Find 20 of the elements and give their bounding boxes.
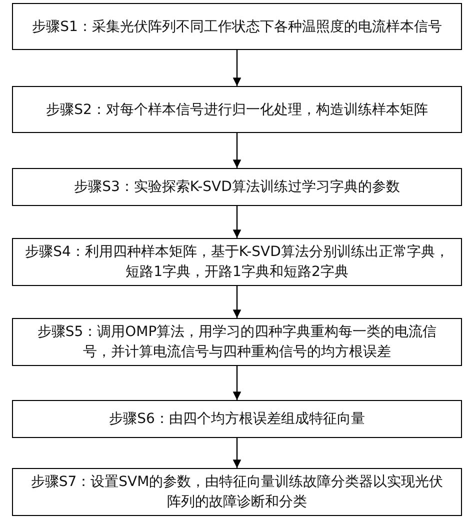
process-box	[12, 400, 462, 438]
step-text: 步骤S1：采集光伏阵列不同工作状态下各种温照度的电流样本信号	[32, 18, 442, 36]
process-box	[12, 3, 462, 50]
arrow	[232, 366, 242, 400]
step-text: 步骤S5：调用OMP算法，用学习的四种字典重构每一类的电流信号，并计算电流信号与四种重构信号的均方根误差	[36, 323, 438, 362]
step-text: 步骤S7：设置SVM的参数，由特征向量训练故障分类器以实现光伏阵列的故障诊断和分类	[30, 473, 444, 512]
arrow	[232, 133, 242, 168]
step-text: 步骤S6：由四个均方根误差组成特征向量	[109, 410, 365, 429]
step-text: 步骤S4：利用四种样本矩阵，基于K-SVD算法分别训练出正常字典，短路1字典，开路1字典和短路2字典	[25, 243, 449, 282]
process-box	[12, 468, 462, 516]
arrow	[232, 286, 242, 318]
step-text: 步骤S3：实验探索K-SVD算法训练过学习字典的参数	[74, 178, 400, 197]
process-box	[12, 318, 462, 366]
arrow	[232, 438, 242, 468]
arrow	[232, 50, 242, 86]
arrow	[232, 206, 242, 238]
process-box	[12, 168, 462, 206]
process-box	[12, 86, 462, 133]
process-box	[12, 238, 462, 286]
step-text: 步骤S2：对每个样本信号进行归一化处理，构造训练样本矩阵	[46, 100, 428, 120]
